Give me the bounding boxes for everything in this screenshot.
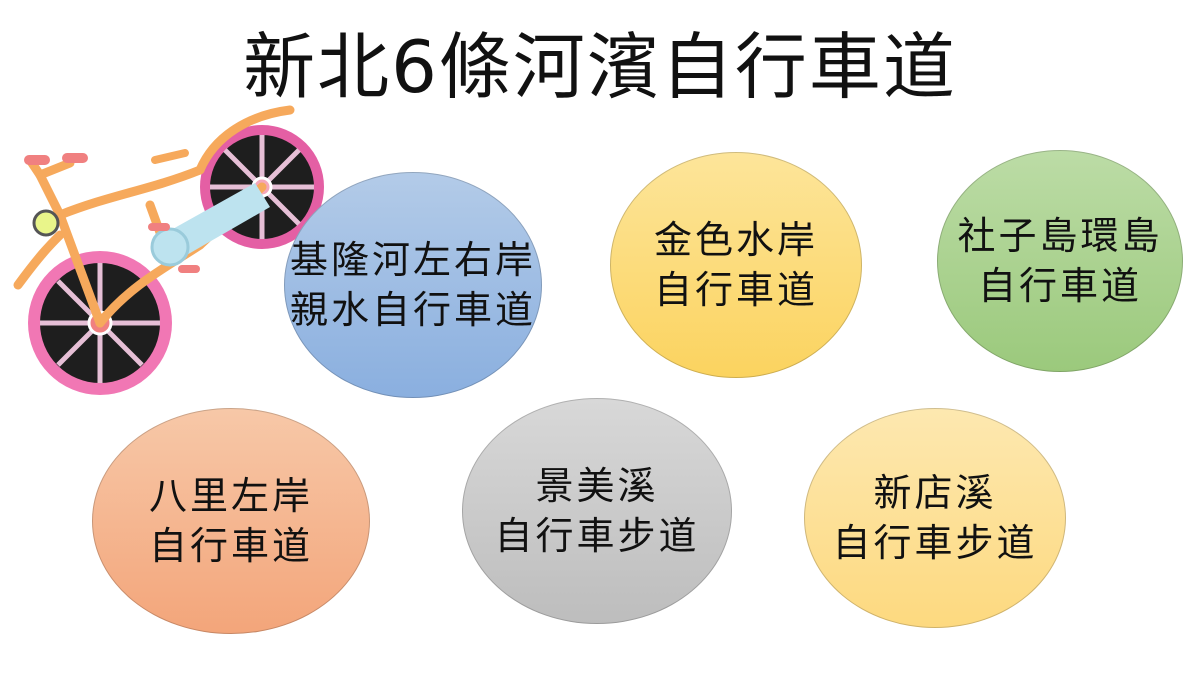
bubble-line1: 景美溪 (535, 464, 659, 508)
page-title: 新北6條河濱自行車道 (243, 25, 957, 109)
bubble-line2: 親水自行車道 (289, 288, 536, 332)
bubble-line1: 新店溪 (873, 471, 997, 515)
bubble-golden-waterfront: 金色水岸 自行車道 (610, 152, 862, 378)
bubble-line1: 八里左岸 (148, 474, 313, 518)
bubble-line2: 自行車道 (977, 264, 1142, 308)
bicycle-icon (13, 105, 324, 395)
bubble-bali-left-bank: 八里左岸 自行車道 (92, 408, 370, 634)
bubble-line1: 基隆河左右岸 (289, 238, 536, 282)
seat (151, 149, 189, 164)
bubble-keelung-river: 基隆河左右岸 親水自行車道 (284, 172, 542, 398)
bubble-shezidao: 社子島環島 自行車道 (937, 150, 1183, 372)
pedal-crank (148, 183, 270, 273)
bubble-line1: 金色水岸 (653, 218, 818, 262)
bubble-line2: 自行車步道 (832, 521, 1038, 565)
bubble-line2: 自行車道 (653, 268, 818, 312)
handlebar (24, 153, 88, 165)
bubble-xindian-creek: 新店溪 自行車步道 (804, 408, 1066, 628)
bubble-line1: 社子島環島 (957, 214, 1163, 258)
bubble-line2: 自行車步道 (494, 514, 700, 558)
bubble-jingmei-creek: 景美溪 自行車步道 (462, 398, 732, 624)
headlight-icon (32, 209, 60, 237)
bubble-line2: 自行車道 (148, 524, 313, 568)
